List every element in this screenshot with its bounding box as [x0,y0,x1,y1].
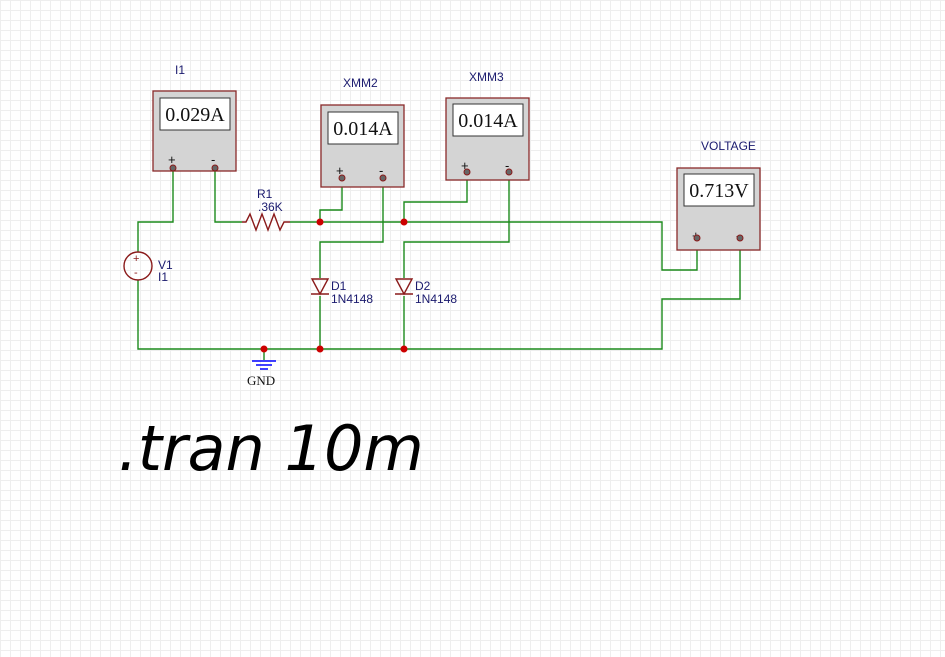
diode-d1-symbol [310,278,330,296]
ground-icon [252,360,276,370]
meter-voltage-value: 0.713V [689,180,749,202]
meter-xmm3-minus-label: - [505,158,509,173]
source-v1-minus: - [134,267,138,279]
meter-xmm3-plus-terminal[interactable] [463,168,471,176]
meter-voltage-minus-terminal[interactable] [736,234,744,242]
diode-d2[interactable]: D2 1N4148 [394,278,457,306]
meter-voltage-display [683,173,755,207]
meter-voltage-name: VOLTAGE [701,139,756,153]
meter-i1-display [159,97,231,131]
meter-xmm2-value: 0.014A [333,118,393,140]
meter-i1-plus-terminal[interactable] [169,164,177,172]
meter-xmm2-name: XMM2 [343,76,378,90]
meter-xmm2-plus-label: + [336,163,344,178]
source-v1-value: I1 [158,270,168,284]
meter-i1-minus-terminal[interactable] [211,164,219,172]
junction-node [400,218,408,226]
wire-bottom-rail[interactable] [137,238,741,350]
diode-d2-model: 1N4148 [415,292,457,306]
junction-node [260,345,268,353]
meter-voltage-plus-terminal[interactable] [693,234,701,242]
junction-node [400,345,408,353]
ammeter-xmm2[interactable]: XMM2 0.014A + - [320,76,405,188]
meter-xmm3-plus-label: + [461,158,469,173]
meter-i1-plus-label: + [168,152,176,167]
diode-d2-name: D2 [415,279,431,293]
wire-v1-to-i1[interactable] [137,168,174,252]
resistor-r1[interactable]: R1 .36K [242,187,290,232]
meter-xmm3-minus-terminal[interactable] [505,168,513,176]
ammeter-xmm3[interactable]: XMM3 0.014A + - [445,70,530,181]
spice-directive[interactable]: .tran 10m [118,412,424,485]
wire-i1-to-r1[interactable] [214,168,242,223]
meter-xmm2-plus-terminal[interactable] [338,174,346,182]
junction-node [316,345,324,353]
junction-node [316,218,324,226]
wire-top-rail[interactable] [290,221,698,271]
ground-label: GND [247,373,275,388]
source-v1-plus: + [133,253,139,265]
wire-xmm3-plus[interactable] [403,172,468,222]
source-v1-symbol [123,251,153,281]
resistor-r1-value: .36K [258,200,283,214]
diode-d1-name: D1 [331,279,347,293]
meter-i1-value: 0.029A [165,104,225,126]
wire-xmm2-minus-d1[interactable] [319,178,384,278]
current-source-v1[interactable]: + - V1 I1 [123,251,173,284]
meter-xmm2-display [327,111,399,145]
diode-d2-symbol [394,278,414,296]
ammeter-i1[interactable]: I1 0.029A + - [152,63,237,172]
ground-symbol[interactable]: GND [247,360,276,388]
resistor-r1-symbol [242,212,290,232]
meter-xmm3-name: XMM3 [469,70,504,84]
wire-xmm3-minus-d2[interactable] [403,172,510,278]
wire-xmm2-plus[interactable] [319,178,343,222]
source-v1-name: V1 [158,258,173,272]
diode-d1-model: 1N4148 [331,292,373,306]
meter-xmm3-display [452,103,524,137]
meter-xmm2-minus-terminal[interactable] [379,174,387,182]
meter-i1-name: I1 [175,63,185,77]
meter-xmm2-minus-label: - [379,163,383,178]
resistor-r1-name: R1 [257,187,273,201]
diode-d1[interactable]: D1 1N4148 [310,278,373,306]
voltmeter-voltage[interactable]: VOLTAGE 0.713V + - [676,139,761,251]
meter-xmm3-value: 0.014A [458,110,518,132]
meter-i1-minus-label: - [211,152,215,167]
